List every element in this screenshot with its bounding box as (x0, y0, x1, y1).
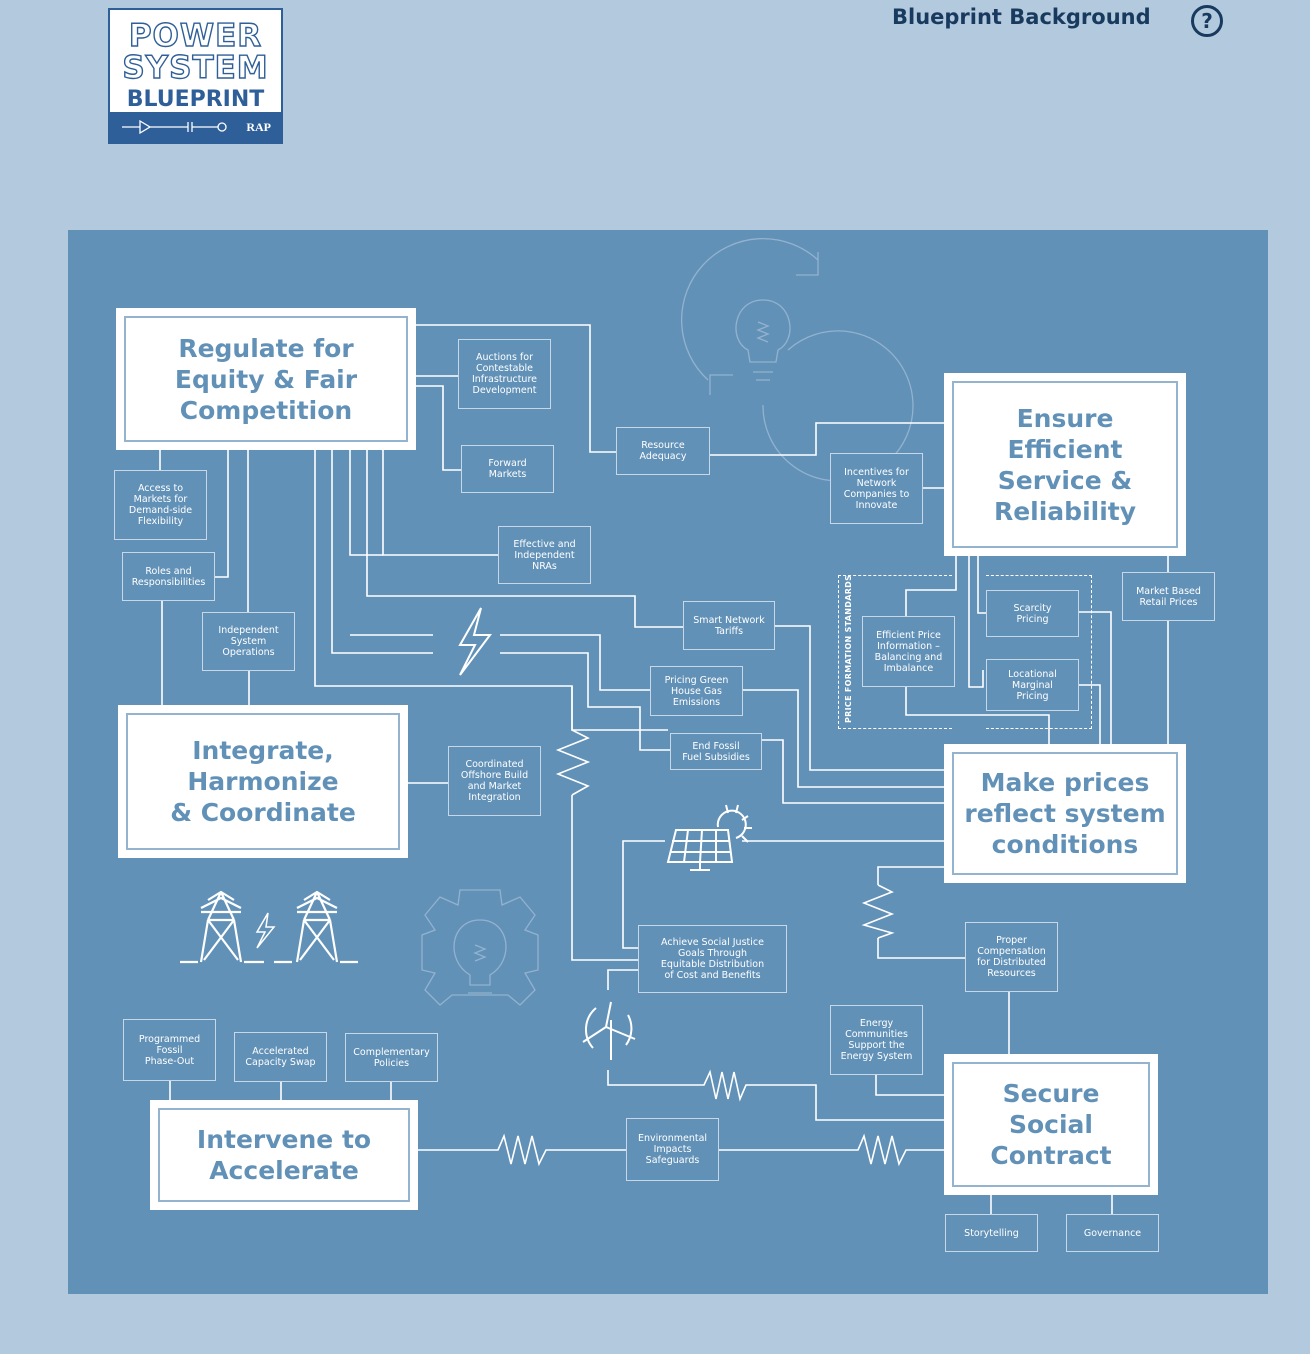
node-end-fossil-subsidies[interactable]: End Fossil Fuel Subsidies (670, 733, 762, 770)
logo-bar: RAP (110, 112, 281, 142)
node-secure-social-contract[interactable]: Secure Social Contract (944, 1054, 1158, 1195)
node-access-markets[interactable]: Access to Markets for Demand-side Flexib… (114, 470, 207, 540)
logo-line-2: SYSTEM (122, 50, 269, 86)
node-storytelling[interactable]: Storytelling (945, 1214, 1038, 1252)
circuit-icon (122, 119, 227, 135)
node-coordinated-offshore[interactable]: Coordinated Offshore Build and Market In… (448, 746, 541, 816)
node-forward-markets[interactable]: Forward Markets (461, 445, 554, 493)
question-circle-icon: ? (1201, 9, 1213, 33)
transmission-towers-icon (180, 890, 358, 964)
node-incentives-network-companies[interactable]: Incentives for Network Companies to Inno… (830, 453, 923, 524)
node-market-retail-prices[interactable]: Market Based Retail Prices (1122, 572, 1215, 621)
logo-line-3: BLUEPRINT (126, 87, 265, 112)
node-efficient-price-information[interactable]: Efficient Price Information – Balancing … (862, 616, 955, 687)
node-pricing-ghg[interactable]: Pricing Green House Gas Emissions (650, 666, 743, 716)
node-accelerated-capacity-swap[interactable]: Accelerated Capacity Swap (234, 1032, 327, 1082)
price-formation-label: PRICE FORMATION STANDARDS (844, 574, 853, 723)
node-smart-network-tariffs[interactable]: Smart Network Tariffs (683, 601, 775, 650)
node-intervene-accelerate[interactable]: Intervene to Accelerate (150, 1100, 418, 1210)
node-ensure-efficient-service[interactable]: Ensure Efficient Service & Reliability (944, 373, 1186, 556)
rap-logo: RAP (246, 120, 271, 134)
price-formation-group-right (986, 575, 1092, 729)
help-button[interactable]: ? (1191, 5, 1223, 37)
node-independent-system-operations[interactable]: Independent System Operations (202, 612, 295, 671)
node-proper-compensation[interactable]: Proper Compensation for Distributed Reso… (965, 922, 1058, 992)
lightning-icon (458, 607, 492, 676)
node-regulate-equity-competition[interactable]: Regulate for Equity & Fair Competition (116, 308, 416, 450)
node-intervene-label: Intervene to Accelerate (158, 1108, 410, 1202)
node-social-label: Secure Social Contract (952, 1062, 1150, 1187)
page-title: Blueprint Background (892, 5, 1151, 29)
lightbulb-cycle-icon (680, 237, 914, 482)
power-system-blueprint-logo[interactable]: POWER SYSTEM BLUEPRINT RAP (108, 8, 283, 144)
node-governance[interactable]: Governance (1066, 1214, 1159, 1252)
blueprint-diagram: Regulate for Equity & Fair Competition E… (68, 230, 1268, 1294)
resistor-icon (491, 1133, 626, 1167)
node-auctions[interactable]: Auctions for Contestable Infrastructure … (458, 339, 551, 409)
node-resource-adequacy[interactable]: Resource Adequacy (616, 427, 710, 475)
gear-lightbulb-icon (421, 889, 539, 1006)
node-social-justice[interactable]: Achieve Social Justice Goals Through Equ… (638, 925, 787, 993)
node-roles-responsibilities[interactable]: Roles and Responsibilities (122, 552, 215, 601)
node-environmental-safeguards[interactable]: Environmental Impacts Safeguards (626, 1118, 719, 1181)
node-integrate-label: Integrate, Harmonize & Coordinate (126, 713, 400, 850)
logo-line-1: POWER (128, 18, 263, 54)
node-regulate-label: Regulate for Equity & Fair Competition (124, 316, 408, 442)
connector-lines (159, 237, 1169, 1215)
node-integrate-harmonize[interactable]: Integrate, Harmonize & Coordinate (118, 705, 408, 858)
resistor-icon (694, 1069, 758, 1102)
node-effective-nras[interactable]: Effective and Independent NRAs (498, 526, 591, 584)
node-programmed-fossil-phaseout[interactable]: Programmed Fossil Phase-Out (123, 1019, 216, 1081)
price-formation-group (838, 575, 952, 729)
resistor-icon (861, 884, 895, 939)
node-make-prices-reflect[interactable]: Make prices reflect system conditions (944, 744, 1186, 883)
node-complementary-policies[interactable]: Complementary Policies (345, 1033, 438, 1082)
node-ensure-label: Ensure Efficient Service & Reliability (952, 381, 1178, 548)
resistor-icon (852, 1133, 944, 1167)
solar-panel-icon (666, 804, 752, 871)
node-scarcity-pricing[interactable]: Scarcity Pricing (986, 590, 1079, 637)
resistor-icon (555, 729, 591, 796)
wind-turbine-icon (582, 1001, 636, 1060)
node-prices-label: Make prices reflect system conditions (952, 752, 1178, 875)
node-energy-communities[interactable]: Energy Communities Support the Energy Sy… (830, 1005, 923, 1075)
node-locational-marginal-pricing[interactable]: Locational Marginal Pricing (986, 659, 1079, 711)
